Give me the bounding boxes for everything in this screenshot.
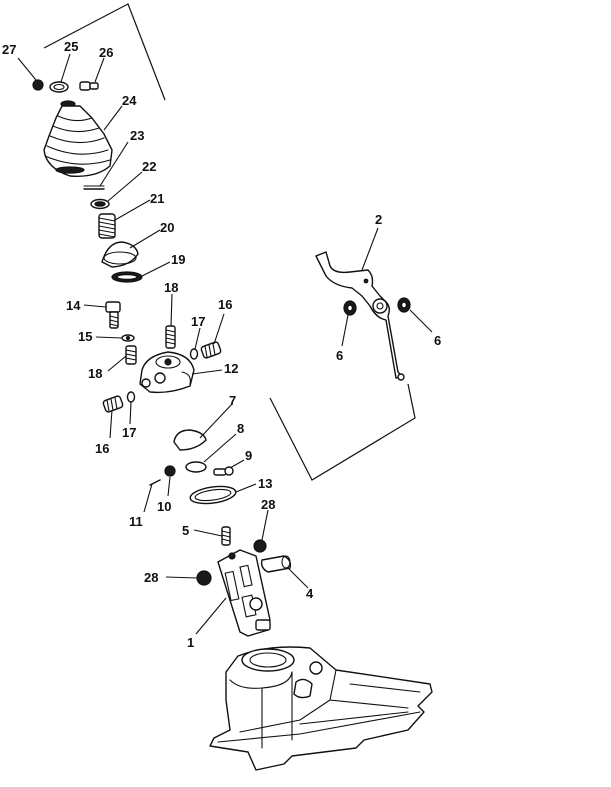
part-nut-6-left <box>343 300 357 316</box>
part-oring-19 <box>111 271 143 283</box>
callout-19: 19 <box>171 252 185 267</box>
part-base-housing <box>209 646 433 771</box>
part-ball-10 <box>164 465 176 477</box>
callout-8: 8 <box>237 421 244 436</box>
callout-labels: 27 25 26 24 23 22 21 20 19 18 14 15 17 1… <box>2 39 441 650</box>
callout-16-upper: 16 <box>218 297 232 312</box>
callout-27: 27 <box>2 42 16 57</box>
part-oring-13 <box>189 485 237 505</box>
part-plug-16-lower <box>102 395 124 413</box>
callout-18-upper: 18 <box>164 280 178 295</box>
callout-9: 9 <box>245 448 252 463</box>
part-cap-8 <box>185 461 207 473</box>
callout-26: 26 <box>99 45 113 60</box>
callout-13: 13 <box>258 476 272 491</box>
callout-6-left: 6 <box>336 348 343 363</box>
callout-10: 10 <box>157 499 171 514</box>
callout-5: 5 <box>182 523 189 538</box>
callout-24: 24 <box>122 93 137 108</box>
callout-18-lower: 18 <box>88 366 102 381</box>
callout-7: 7 <box>229 393 236 408</box>
leader-lines <box>17 53 433 635</box>
callout-15: 15 <box>78 329 92 344</box>
part-spring-5 <box>221 526 231 546</box>
callout-11: 11 <box>129 514 143 529</box>
callout-22: 22 <box>142 159 156 174</box>
part-lever-2 <box>315 251 405 381</box>
part-ring-17-lower <box>126 391 136 403</box>
callout-17-upper: 17 <box>191 314 205 329</box>
part-pin-9 <box>213 466 234 476</box>
part-ring-17-upper <box>189 348 199 360</box>
part-spring-18-lower <box>125 345 137 365</box>
part-nut-28-right <box>253 539 267 553</box>
assembly-frame-lines <box>43 3 416 481</box>
part-bolt-14 <box>105 301 121 329</box>
part-boot-24 <box>43 100 113 177</box>
part-nut-6-right <box>397 297 411 313</box>
part-bracket-1 <box>217 549 271 637</box>
part-pin-23 <box>83 185 105 190</box>
callout-4: 4 <box>306 586 314 601</box>
callout-20: 20 <box>160 220 174 235</box>
part-spring-18-upper <box>165 325 176 349</box>
callout-28-left: 28 <box>144 570 158 585</box>
callout-21: 21 <box>150 191 164 206</box>
part-pin-4 <box>260 555 292 573</box>
callout-28-right: 28 <box>261 497 275 512</box>
callout-14: 14 <box>66 298 81 313</box>
part-spring-21 <box>98 213 116 239</box>
part-cap-7 <box>173 429 207 451</box>
part-plug-16-upper <box>200 341 222 359</box>
part-washer-15 <box>121 334 135 342</box>
part-nut-28-left <box>196 570 212 586</box>
callout-1: 1 <box>187 635 194 650</box>
part-bolt-26 <box>79 81 99 91</box>
part-nut-27 <box>32 79 44 91</box>
callout-6-right: 6 <box>434 333 441 348</box>
part-washer-22 <box>90 198 110 210</box>
callout-25: 25 <box>64 39 78 54</box>
callout-23: 23 <box>130 128 144 143</box>
part-ring-25 <box>49 81 69 93</box>
callout-2: 2 <box>375 212 382 227</box>
callout-17-lower: 17 <box>122 425 136 440</box>
callout-12: 12 <box>224 361 238 376</box>
part-housing-12 <box>139 351 195 394</box>
callout-16-lower: 16 <box>95 441 109 456</box>
part-seat-20 <box>101 241 139 268</box>
